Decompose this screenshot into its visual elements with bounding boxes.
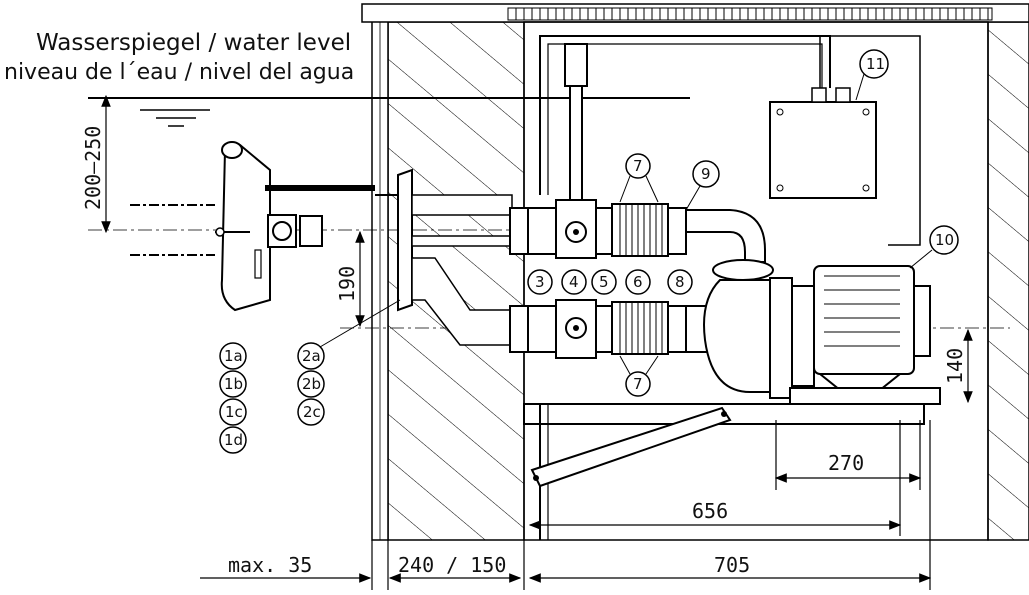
lower-pipe-line: [509, 299, 737, 359]
callout-1a: 1a: [224, 347, 243, 365]
jet-nozzle-assembly: [130, 141, 410, 312]
callout-7-top: 7: [633, 157, 643, 175]
callout-1b: 1b: [224, 375, 243, 393]
callout-7-bottom: 7: [633, 375, 643, 393]
water-level-label-line1: Wasserspiegel / water level: [36, 30, 352, 56]
wall-pass-through: [397, 168, 513, 346]
callout-9: 9: [701, 165, 711, 183]
pump: [703, 259, 941, 405]
concrete-wall-right: [987, 21, 1029, 541]
callout-2b: 2b: [302, 375, 321, 393]
callout-10: 10: [935, 231, 954, 249]
dim-cover-max: max. 35: [228, 553, 312, 577]
callout-group: [219, 49, 959, 454]
callout-2c: 2c: [303, 403, 321, 421]
top-cover: [361, 3, 1029, 23]
dim-pump-height: 140: [943, 348, 967, 384]
pool-wall: [371, 11, 389, 541]
callout-2a: 2a: [302, 347, 321, 365]
dim-water-depth: 200–250: [81, 126, 105, 210]
callout-1d: 1d: [224, 431, 243, 449]
upper-pipe-line: [509, 43, 766, 263]
base-frame: [523, 403, 925, 540]
dim-pump-length: 270: [828, 451, 864, 475]
dim-frame-length: 656: [692, 499, 728, 523]
pump-niche: [523, 21, 989, 541]
dim-niche-width: 705: [714, 553, 750, 577]
dimension-lines: [101, 94, 973, 590]
dim-wall-thickness: 240 / 150: [398, 553, 506, 577]
callout-3: 3: [535, 273, 545, 291]
callout-5: 5: [599, 273, 609, 291]
callout-11: 11: [866, 55, 885, 73]
callout-4: 4: [569, 273, 579, 291]
callout-1c: 1c: [225, 403, 243, 421]
callout-6: 6: [633, 273, 643, 291]
water-level-line: [88, 97, 690, 127]
control-box: [539, 35, 921, 246]
callout-8: 8: [675, 273, 685, 291]
dim-pipe-spacing: 190: [335, 266, 359, 302]
water-level-label-line2: niveau de l´eau / nivel del agua: [4, 60, 355, 85]
